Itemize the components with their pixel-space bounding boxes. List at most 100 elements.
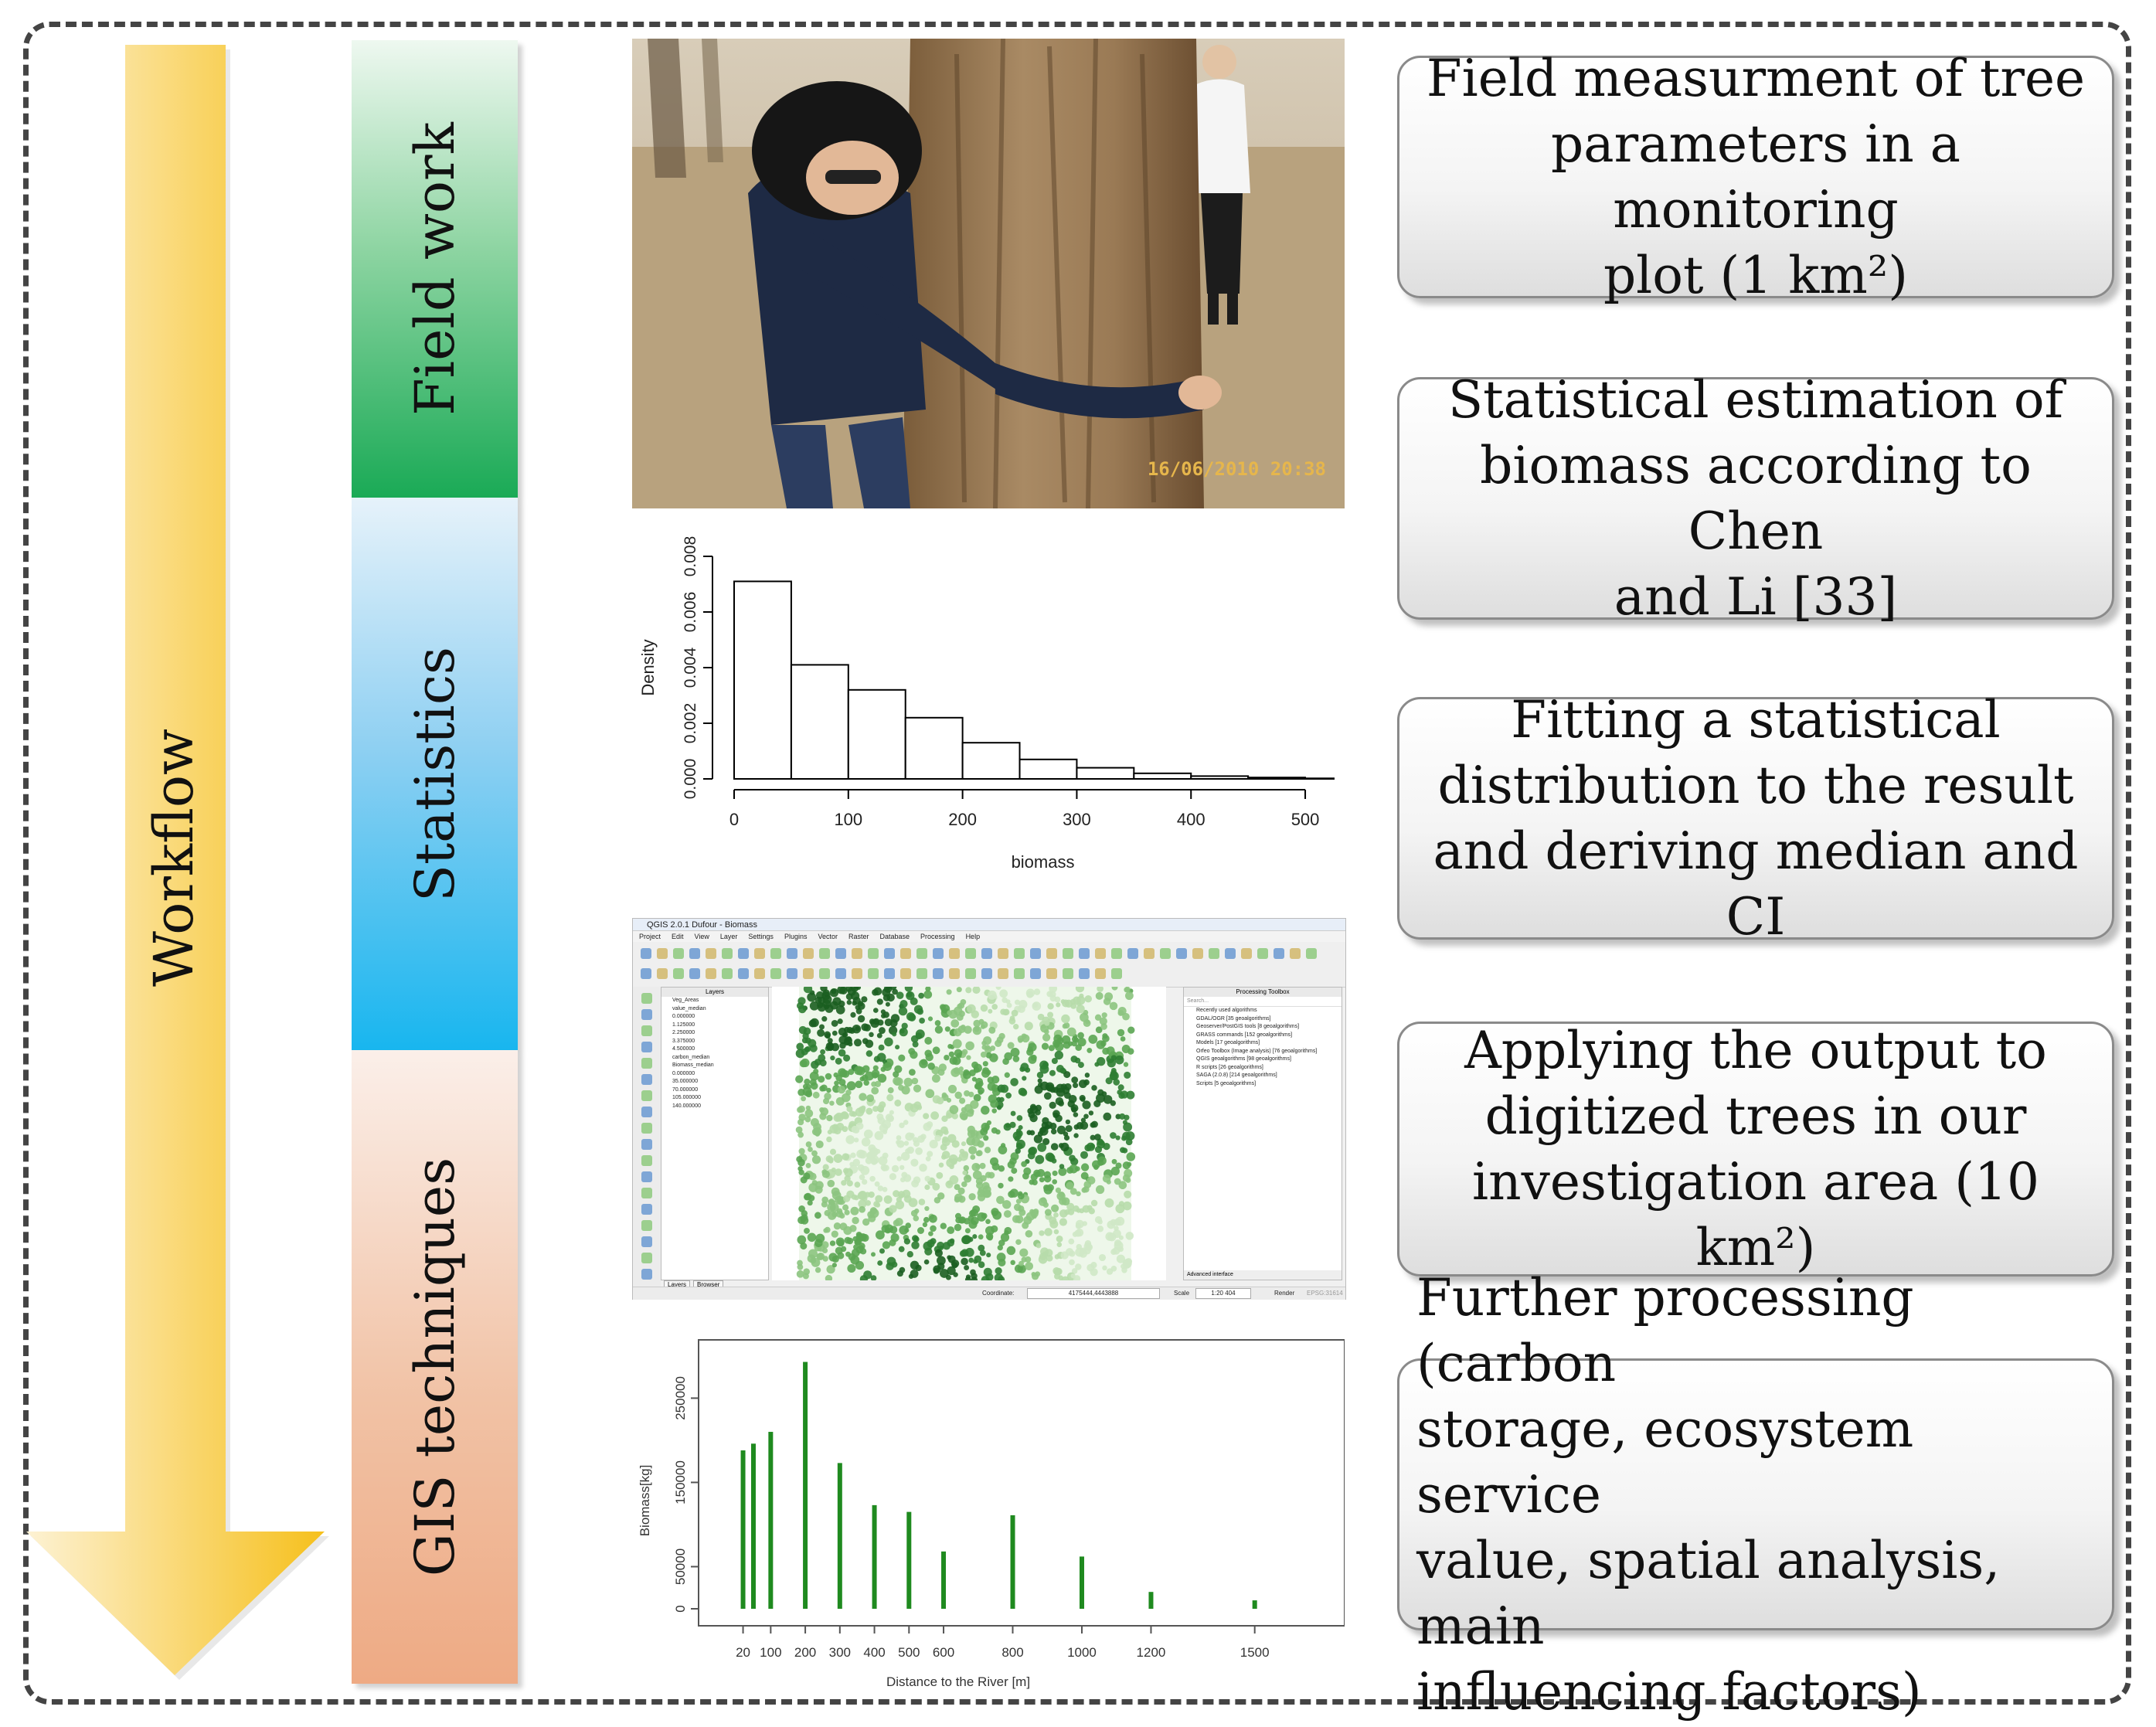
qgis-toolbar-button[interactable] [738, 948, 749, 959]
qgis-toolbar-button[interactable] [770, 968, 781, 979]
qgis-toolbar-button[interactable] [1209, 948, 1219, 959]
layer-item[interactable]: 35.000000 [672, 1079, 699, 1084]
qgis-toolbar-button[interactable] [868, 948, 879, 959]
qgis-toolbar-button[interactable] [981, 948, 992, 959]
layer-item[interactable]: 0.000000 [672, 1014, 695, 1019]
qgis-menu-item[interactable]: Project [639, 933, 661, 940]
qgis-toolbar-button[interactable] [1111, 968, 1122, 979]
qgis-menu-item[interactable]: Database [879, 933, 910, 940]
qgis-side-tool-button[interactable] [641, 1123, 652, 1134]
qgis-toolbar-button[interactable] [673, 948, 684, 959]
qgis-side-tool-button[interactable] [641, 1253, 652, 1263]
qgis-toolbar-button[interactable] [1063, 948, 1073, 959]
qgis-side-tool-button[interactable] [641, 1220, 652, 1231]
qgis-menu-item[interactable]: Layer [719, 933, 738, 940]
qgis-toolbar-button[interactable] [819, 948, 830, 959]
layer-item[interactable]: 70.000000 [672, 1086, 699, 1093]
layer-item[interactable]: 1.125000 [672, 1022, 695, 1028]
qgis-toolbar-button[interactable] [1290, 948, 1301, 959]
qgis-toolbar-button[interactable] [641, 968, 651, 979]
layer-item[interactable]: 2.250000 [672, 1030, 695, 1035]
qgis-toolbar-button[interactable] [1014, 968, 1025, 979]
qgis-side-tool-button[interactable] [641, 1236, 652, 1247]
qgis-side-tool-button[interactable] [641, 1009, 652, 1020]
qgis-toolbar-button[interactable] [916, 948, 927, 959]
qgis-side-tool-button[interactable] [641, 1107, 652, 1117]
qgis-toolbar-button[interactable] [965, 968, 976, 979]
qgis-toolbar-button[interactable] [722, 968, 733, 979]
qgis-toolbar-button[interactable] [754, 968, 765, 979]
qgis-toolbar-button[interactable] [819, 968, 830, 979]
qgis-side-tool-button[interactable] [641, 1188, 652, 1198]
qgis-map-canvas[interactable] [772, 983, 1166, 1285]
layer-item[interactable]: 4.500000 [672, 1046, 695, 1052]
toolbox-item[interactable]: Orfeo Toolbox (Image analysis) [76 geoal… [1196, 1048, 1318, 1054]
qgis-toolbar-button[interactable] [1095, 948, 1106, 959]
qgis-toolbar-button[interactable] [657, 968, 668, 979]
qgis-toolbar-button[interactable] [998, 968, 1008, 979]
status-coordinate[interactable]: 4175444,4443888 [1027, 1288, 1160, 1299]
qgis-toolbar-button[interactable] [884, 968, 895, 979]
toolbox-item[interactable]: Models [17 geoalgorithms] [1196, 1040, 1260, 1045]
qgis-toolbar-button[interactable] [884, 948, 895, 959]
toolbox-item[interactable]: SAGA (2.0.8) [214 geoalgorithms] [1196, 1073, 1277, 1078]
qgis-toolbar-button[interactable] [835, 968, 846, 979]
qgis-side-tool-button[interactable] [641, 1042, 652, 1052]
qgis-menu-item[interactable]: View [694, 933, 709, 940]
layer-item[interactable]: value_median [672, 1005, 706, 1011]
qgis-toolbar-button[interactable] [998, 948, 1008, 959]
qgis-toolbar-button[interactable] [770, 948, 781, 959]
layer-item[interactable]: carbon_median [672, 1054, 710, 1060]
qgis-toolbar-button[interactable] [1241, 948, 1252, 959]
qgis-toolbar-button[interactable] [900, 968, 911, 979]
qgis-toolbar-button[interactable] [852, 948, 862, 959]
qgis-toolbar-button[interactable] [689, 968, 700, 979]
qgis-toolbar-button[interactable] [1176, 948, 1187, 959]
qgis-toolbar-button[interactable] [900, 948, 911, 959]
qgis-menu-item[interactable]: Plugins [784, 933, 808, 940]
qgis-toolbar-button[interactable] [835, 948, 846, 959]
qgis-toolbar-button[interactable] [1274, 948, 1284, 959]
qgis-toolbar-button[interactable] [722, 948, 733, 959]
layer-item[interactable]: 140.000000 [672, 1103, 701, 1109]
status-crs[interactable]: EPSG:31614 [1307, 1290, 1343, 1297]
qgis-toolbar-button[interactable] [1306, 948, 1317, 959]
qgis-toolbar-button[interactable] [1079, 968, 1090, 979]
toolbox-item[interactable]: GDAL/OGR [35 geoalgorithms] [1196, 1015, 1271, 1022]
qgis-side-tool-button[interactable] [641, 1171, 652, 1182]
qgis-toolbar-button[interactable] [1111, 948, 1122, 959]
qgis-toolbar-button[interactable] [852, 968, 862, 979]
qgis-side-tool-button[interactable] [641, 993, 652, 1004]
status-render[interactable]: Render [1274, 1290, 1295, 1297]
qgis-toolbar-button[interactable] [949, 968, 960, 979]
layer-item[interactable]: Biomass_median [672, 1062, 714, 1068]
qgis-toolbar-button[interactable] [706, 948, 716, 959]
status-scale[interactable]: 1:20 404 [1195, 1288, 1251, 1299]
toolbox-item[interactable]: R scripts [26 geoalgorithms] [1196, 1064, 1263, 1070]
qgis-toolbar-button[interactable] [933, 948, 944, 959]
qgis-toolbar-button[interactable] [803, 948, 814, 959]
toolbox-item[interactable]: Geoserver/PostGIS tools [8 geoalgorithms… [1196, 1024, 1300, 1029]
qgis-toolbar-button[interactable] [868, 968, 879, 979]
qgis-side-tool-button[interactable] [641, 1204, 652, 1215]
qgis-toolbar-button[interactable] [1192, 948, 1203, 959]
qgis-toolbar-button[interactable] [1030, 968, 1041, 979]
layer-item[interactable]: 105.000000 [672, 1095, 701, 1100]
qgis-menu-item[interactable]: Raster [848, 933, 869, 940]
toolbox-item[interactable]: QGIS geoalgorithms [98 geoalgorithms] [1196, 1056, 1291, 1062]
qgis-toolbar-button[interactable] [1014, 948, 1025, 959]
toolbox-search[interactable]: Search... [1184, 997, 1342, 1007]
layer-item[interactable]: 0.000000 [672, 1070, 695, 1076]
qgis-toolbar-button[interactable] [1079, 948, 1090, 959]
qgis-side-tool-button[interactable] [641, 1090, 652, 1101]
qgis-toolbar-button[interactable] [657, 948, 668, 959]
toolbox-footer[interactable]: Advanced interface [1184, 1270, 1342, 1280]
qgis-toolbar-button[interactable] [1095, 968, 1106, 979]
qgis-toolbar-button[interactable] [1046, 968, 1057, 979]
toolbox-item[interactable]: GRASS commands [152 geoalgorithms] [1196, 1032, 1293, 1038]
qgis-toolbar-button[interactable] [1030, 948, 1041, 959]
qgis-menu-item[interactable]: Help [965, 933, 981, 940]
qgis-toolbar-button[interactable] [1160, 948, 1171, 959]
qgis-toolbar-button[interactable] [689, 948, 700, 959]
qgis-toolbar-button[interactable] [803, 968, 814, 979]
